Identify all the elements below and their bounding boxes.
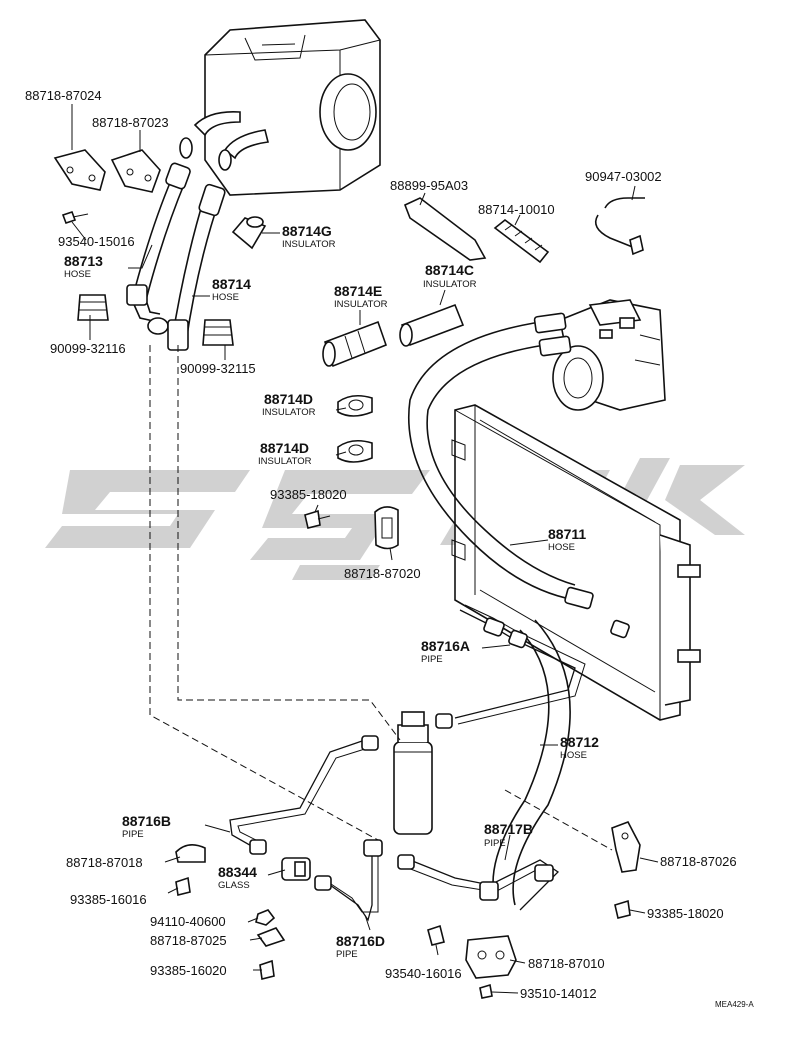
label-88344-sub: GLASS: [218, 880, 250, 891]
hose-88714: [167, 183, 226, 351]
label-93510-14012: 93510-14012: [520, 986, 597, 1001]
label-88718-87020: 88718-87020: [344, 566, 421, 581]
label-88714D-lower: 88714D: [260, 440, 309, 456]
grommet-90099-32115: [202, 319, 234, 346]
nut-94110-40600: [255, 909, 276, 926]
insulator-88714G: [231, 216, 267, 250]
hose-88711: [408, 312, 594, 610]
label-88714G: 88714G: [282, 223, 332, 239]
label-88713-sub: HOSE: [64, 269, 91, 280]
label-88718-87018: 88718-87018: [66, 855, 143, 870]
label-88718-87025: 88718-87025: [150, 933, 227, 948]
clamp-88718-87025: [256, 927, 286, 947]
label-94110-40600: 94110-40600: [150, 914, 226, 929]
label-88716D: 88716D: [336, 933, 385, 949]
bolt-93385-16020: [259, 959, 275, 980]
label-88717B: 88717B: [484, 821, 533, 837]
hose-88713: [126, 162, 191, 335]
diagram-code: MEA429-A: [715, 1000, 754, 1009]
compressor: [552, 299, 666, 411]
label-88344: 88344: [218, 864, 257, 880]
label-88714D-upper-sub: INSULATOR: [262, 407, 316, 418]
label-88716B: 88716B: [122, 813, 171, 829]
label-90947-03002: 90947-03002: [585, 169, 662, 184]
label-88899-95A03: 88899-95A03: [390, 178, 468, 193]
label-88714C-sub: INSULATOR: [423, 279, 477, 290]
leader-lines: [71, 104, 659, 994]
label-88714C: 88714C: [425, 262, 474, 278]
pipe-88717B: [397, 854, 560, 911]
sight-glass-88344: [281, 857, 311, 881]
hose-88712: [492, 619, 571, 906]
label-88718-87023: 88718-87023: [92, 115, 169, 130]
label-88711-sub: HOSE: [548, 542, 575, 553]
insulator-88714C: [399, 303, 465, 347]
screw-93540-16016: [427, 924, 445, 946]
label-90099-32115: 90099-32115: [180, 361, 256, 376]
label-88714E-sub: INSULATOR: [334, 299, 388, 310]
condenser: [451, 404, 701, 721]
label-88714D-lower-sub: INSULATOR: [258, 456, 312, 467]
bolt-93385-16016: [175, 876, 191, 896]
label-93385-18020-upper: 93385-18020: [270, 487, 347, 502]
bolt-93385-18020-upper: [304, 509, 331, 529]
pipe-88716D: [314, 839, 383, 922]
label-88713: 88713: [64, 253, 103, 269]
label-88718-87026: 88718-87026: [660, 854, 737, 869]
pipe-88716A: [435, 604, 630, 729]
label-93540-16016: 93540-16016: [385, 966, 462, 981]
insulator-88714E: [322, 320, 388, 368]
screw-93540-15016: [61, 210, 89, 225]
label-88712: 88712: [560, 734, 599, 750]
label-93385-18020-lower: 93385-18020: [647, 906, 724, 921]
label-88714D-upper: 88714D: [264, 391, 313, 407]
label-93540-15016: 93540-15016: [58, 234, 135, 249]
label-88714-10010: 88714-10010: [478, 202, 555, 217]
label-88714E: 88714E: [334, 283, 382, 299]
label-88714-sub: HOSE: [212, 292, 239, 303]
evaporator-unit: [179, 19, 381, 196]
label-88718-87010: 88718-87010: [528, 956, 605, 971]
hose-90947-03002: [594, 197, 645, 256]
insulator-88714D-upper: [337, 394, 373, 417]
screw-93510-14012: [479, 983, 493, 999]
clamp-88718-87020: [374, 506, 399, 550]
label-88717B-sub: PIPE: [484, 838, 506, 849]
label-88714G-sub: INSULATOR: [282, 239, 336, 250]
hose-88714-10010: [493, 218, 550, 264]
bracket-88718-87024: [53, 149, 106, 191]
receiver-dryer: [393, 711, 433, 835]
clamp-88718-87026: [611, 821, 641, 873]
label-88716A-sub: PIPE: [421, 654, 443, 665]
label-88712-sub: HOSE: [560, 750, 587, 761]
clamp-88718-87018: [175, 844, 206, 863]
bracket-88718-87010: [465, 935, 517, 979]
insulator-88714D-lower: [337, 439, 373, 463]
label-88716D-sub: PIPE: [336, 949, 358, 960]
label-90099-32116: 90099-32116: [50, 341, 126, 356]
label-88716A: 88716A: [421, 638, 470, 654]
grommet-90099-32116: [77, 294, 109, 321]
dashed-leaders: [149, 345, 613, 851]
seal-88899-95A03: [403, 197, 487, 261]
label-93385-16020: 93385-16020: [150, 963, 227, 978]
label-88714: 88714: [212, 276, 251, 292]
pipe-88716B: [229, 735, 379, 855]
bolt-93385-18020-lower: [614, 899, 631, 919]
label-88711: 88711: [548, 526, 586, 542]
label-88716B-sub: PIPE: [122, 829, 144, 840]
bracket-88718-87023: [110, 149, 161, 193]
part-labels: 88718-87024 88718-87023 93540-15016 8871…: [25, 88, 754, 1009]
label-88718-87024: 88718-87024: [25, 88, 102, 103]
label-93385-16016: 93385-16016: [70, 892, 147, 907]
